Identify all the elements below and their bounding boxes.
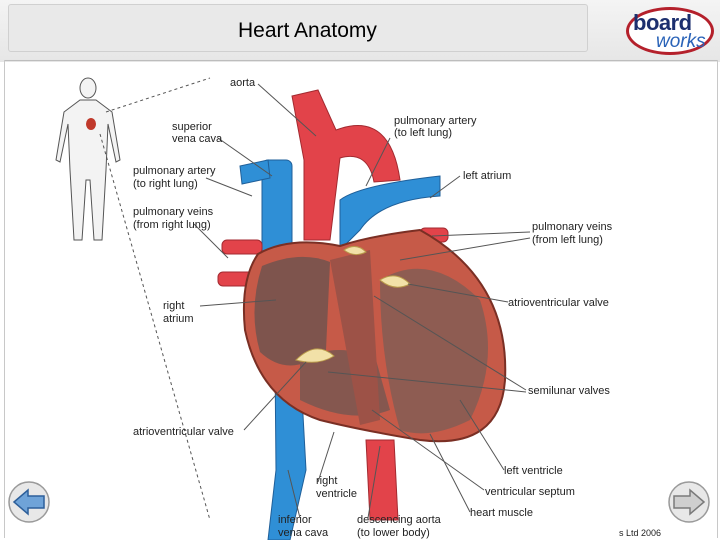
zoom-line-top [105,77,211,113]
copyright-text: s Ltd 2006 [619,528,662,538]
label-pv-left-2: (from left lung) [532,234,603,246]
label-ivc-2: vena cava [278,527,329,539]
slide-title: Heart Anatomy [238,19,377,42]
leader-lines [193,83,531,519]
label-pa-right-2: (to right lung) [133,178,198,190]
valve-cusps [295,246,411,363]
label-right-ventricle-1: right [316,475,338,487]
logo-ellipse [626,7,714,55]
back-button[interactable] [6,480,52,524]
left-ventricle-chamber [380,268,488,434]
label-right-ventricle-2: ventricle [316,488,357,500]
label-ivc-1: inferior [278,514,312,526]
label-right-atrium-1: right [163,300,185,312]
header-divider [4,60,718,61]
label-septum: ventricular septum [485,486,575,498]
right-atrium-chamber [254,256,330,366]
label-pv-left-1: pulmonary veins [532,221,613,233]
label-aorta: aorta [230,77,256,89]
label-pv-right-2: (from right lung) [133,219,211,231]
septum [330,250,380,425]
slide-header [0,0,720,62]
label-pa-right-1: pulmonary artery [133,165,216,177]
label-right-atrium-2: atrium [163,313,194,325]
label-desc-aorta-1: descencing aorta [357,514,441,526]
pulmonary-artery-blue [339,175,441,252]
label-svc-1: superior [172,121,212,133]
label-pv-right-1: pulmonary veins [133,206,214,218]
label-pa-left-1: pulmonary artery [394,115,477,127]
boardworks-logo: board works [625,6,717,58]
label-desc-aorta-2: (to lower body) [357,527,430,539]
label-pa-left-2: (to left lung) [394,127,453,139]
title-bar [8,4,588,52]
frame-left [4,60,5,538]
body-silhouette [55,77,121,241]
aorta [217,89,449,521]
label-heart-muscle: heart muscle [470,507,533,519]
label-left-atrium: left atrium [463,170,512,182]
forward-button[interactable] [666,480,712,524]
label-semilunar: semilunar valves [528,385,610,397]
logo-line1: board [633,10,692,35]
label-av-valve-right: atrioventricular valve [508,297,609,309]
label-av-valve-left: atrioventricular valve [133,426,234,438]
label-svc-2: vena cava [172,133,223,145]
body-heart-marker [86,118,96,130]
back-arrow-icon [8,481,50,523]
zoom-line-bottom [99,133,211,521]
frame-right [717,60,718,538]
forward-arrow-icon [668,481,710,523]
logo-line2: works [656,31,706,52]
label-left-ventricle: left ventricle [504,465,563,477]
